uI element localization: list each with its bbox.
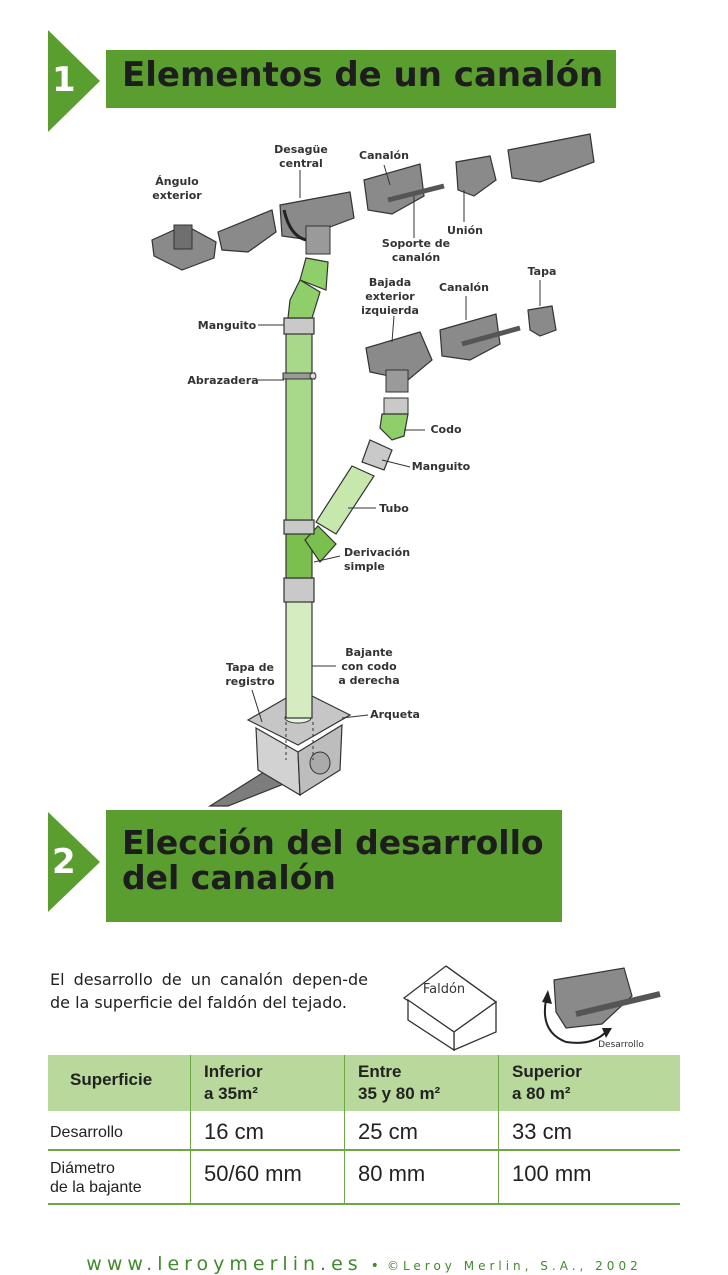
bajada-exterior-part (365, 331, 433, 393)
label-arqueta: Arqueta (370, 708, 420, 721)
intro-text: El desarrollo de un canalón depen-de de … (50, 970, 368, 1013)
house-faldon-illustration (402, 965, 498, 1052)
label-manguito-right: Manguito (411, 460, 471, 473)
angulo-exterior-part (151, 224, 217, 271)
gutter-label: Desarrollo (598, 1040, 644, 1050)
section-2-number: 2 (52, 842, 76, 882)
derivacion-fitting (283, 519, 337, 579)
section-1-title: Elementos de un canalón (122, 55, 604, 95)
header-superficie: Superficie (70, 1070, 153, 1089)
table-cell: 80 mm (358, 1161, 426, 1186)
codo-part (379, 397, 409, 441)
house-label: Faldón (422, 982, 466, 997)
table-cell: 33 cm (512, 1119, 572, 1144)
section-2-title: Elección del desarrollo del canalón (122, 823, 544, 897)
label-canalon-mid: Canalón (439, 281, 489, 294)
table-row-divider (48, 1149, 680, 1151)
footer-copyright: ©Leroy Merlin, S.A., 2002 (386, 1259, 642, 1273)
footer-url[interactable]: www.leroymerlin.es (86, 1253, 363, 1275)
section-2-title-line2: del canalón (122, 857, 336, 897)
table-cell: 100 mm (512, 1161, 592, 1186)
footer: www.leroymerlin.es • ©Leroy Merlin, S.A., … (0, 1253, 728, 1275)
gutter-desarrollo-illustration (542, 967, 661, 1044)
footer-separator: • (370, 1258, 379, 1274)
table-cell: 50/60 mm (204, 1161, 302, 1186)
bajante-pipe (285, 599, 313, 719)
table-row-label: Desarrollo (50, 1124, 123, 1141)
section-1-number: 1 (52, 60, 76, 100)
label-codo: Codo (430, 423, 462, 436)
table-cell: 25 cm (358, 1119, 418, 1144)
table-col-sep-3 (498, 1055, 499, 1205)
section-2-arrow (48, 812, 100, 912)
table-col-sep-1 (190, 1055, 191, 1205)
label-manguito-left: Manguito (197, 319, 257, 332)
label-abrazadera: Abrazadera (187, 374, 259, 387)
label-union: Unión (447, 224, 483, 237)
section-1-title-box (106, 50, 616, 108)
section-1-arrow (48, 30, 100, 132)
table-col-sep-2 (344, 1055, 345, 1205)
label-tapa: Tapa (527, 265, 557, 278)
table-bottom-border (48, 1203, 680, 1205)
label-canalon-top: Canalón (359, 149, 409, 162)
desague-central-part (279, 191, 355, 255)
gutter-system-diagram (151, 133, 595, 807)
section-2-title-line1: Elección del desarrollo (122, 823, 544, 862)
table-cell: 16 cm (204, 1119, 264, 1144)
label-tubo: Tubo (379, 502, 409, 515)
section-2-title-box (106, 810, 562, 922)
table-header-row (48, 1055, 680, 1111)
